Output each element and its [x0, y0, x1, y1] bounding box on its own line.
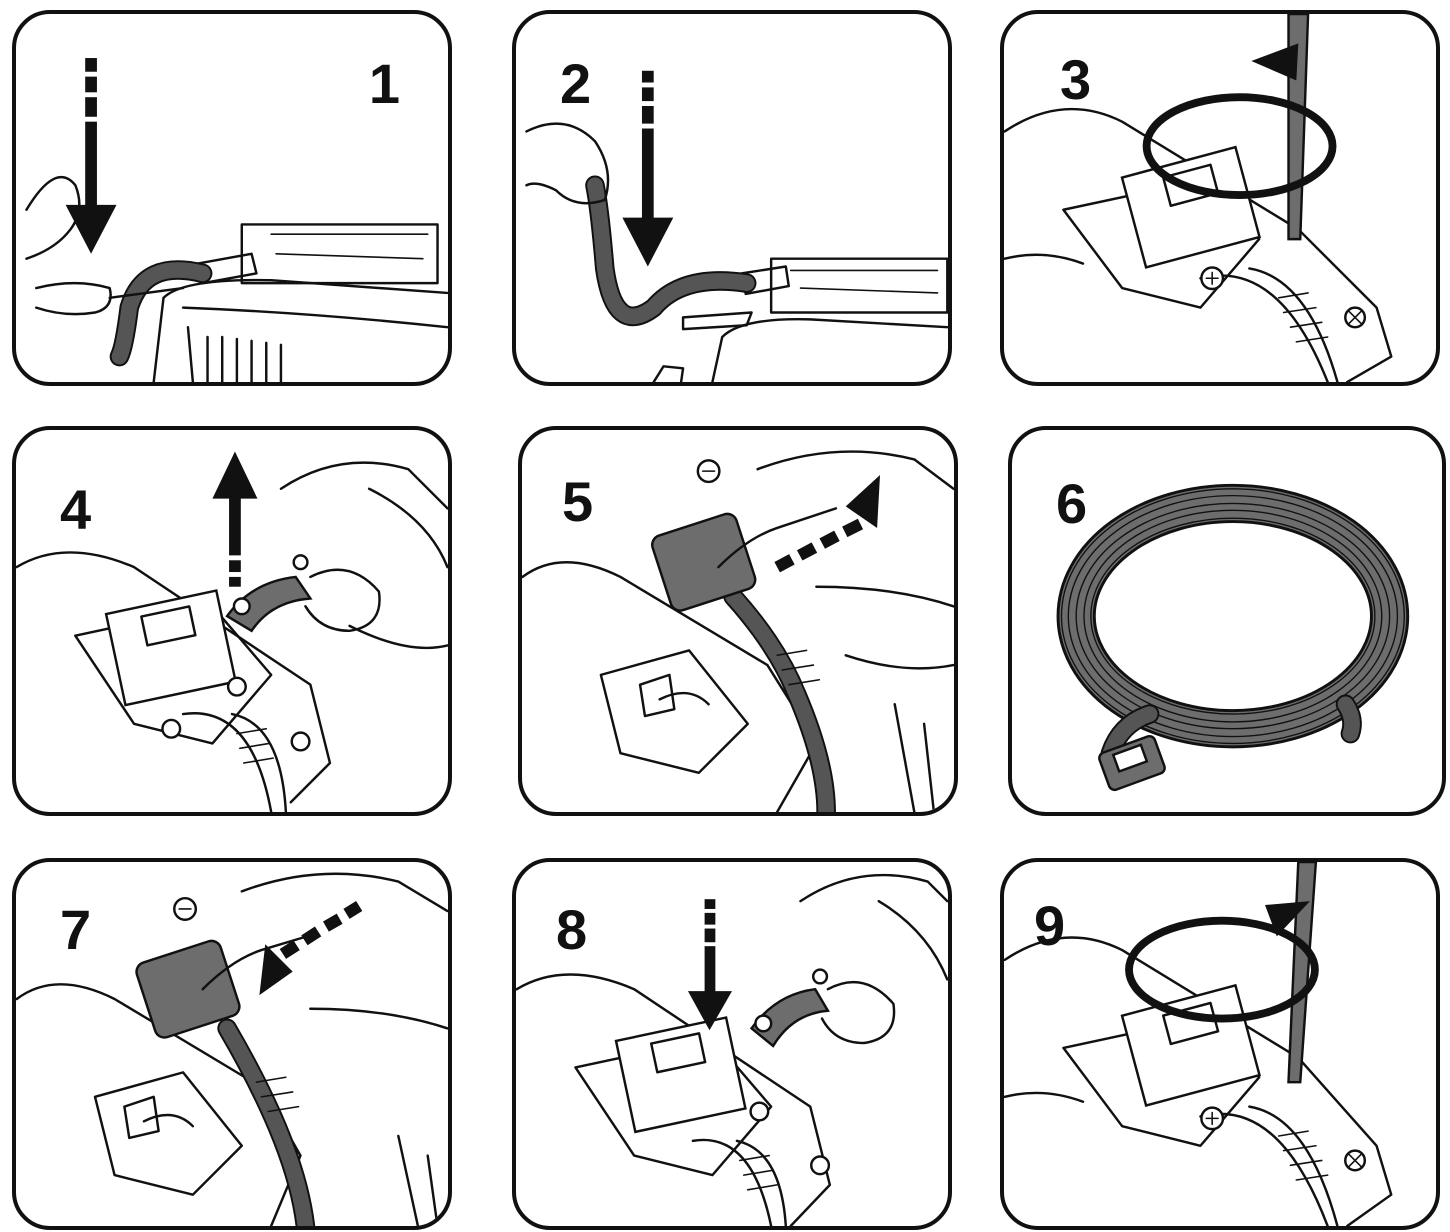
step-number: 2 — [560, 52, 592, 115]
step-panel-6: 6 — [1008, 426, 1446, 816]
coiled-cable — [1056, 483, 1410, 749]
step-number: 9 — [1034, 894, 1066, 957]
step-number: 7 — [60, 898, 92, 961]
arrow-down-icon — [687, 899, 732, 1031]
screwdriver — [1287, 862, 1318, 1084]
clamp — [225, 575, 313, 633]
step-panel-5: 5 — [518, 426, 958, 816]
step-number: 4 — [60, 478, 92, 541]
step-5-illustration — [522, 450, 954, 812]
cable — [219, 1020, 314, 1226]
arrow-down-icon — [622, 70, 674, 267]
clamp — [749, 987, 830, 1048]
rotate-counterclockwise-icon — [1142, 43, 1337, 199]
step-6-illustration — [1056, 483, 1410, 792]
plug — [135, 939, 241, 1039]
cable — [587, 177, 755, 325]
step-panel-8: 8 — [512, 858, 952, 1230]
step-7-illustration — [16, 872, 448, 1226]
step-panel-2: 2 — [512, 10, 952, 386]
step-panel-1: 1 — [12, 10, 452, 386]
step-2-illustration — [525, 70, 948, 382]
plug — [651, 512, 757, 612]
cable — [111, 262, 211, 365]
arrow-down-left-icon — [259, 901, 363, 996]
step-panel-9: 9 — [1000, 858, 1440, 1230]
step-panel-7: 7 — [12, 858, 452, 1230]
step-number: 1 — [368, 52, 400, 115]
cable — [725, 588, 834, 812]
rotate-clockwise-icon — [1125, 901, 1319, 1023]
step-number: 3 — [1060, 48, 1092, 111]
arrow-up-right-icon — [774, 475, 881, 573]
step-number: 6 — [1056, 472, 1088, 535]
step-4-illustration — [16, 451, 448, 812]
step-number: 5 — [562, 470, 594, 533]
step-3-illustration — [1004, 14, 1393, 382]
step-panel-3: 3 — [1000, 10, 1440, 386]
step-1-illustration — [25, 58, 448, 382]
step-9-illustration — [1004, 862, 1393, 1226]
arrow-up-icon — [212, 451, 258, 587]
arrow-down-icon — [65, 58, 117, 254]
step-number: 8 — [556, 898, 588, 961]
step-8-illustration — [516, 873, 948, 1226]
step-panel-4: 4 — [12, 426, 452, 816]
